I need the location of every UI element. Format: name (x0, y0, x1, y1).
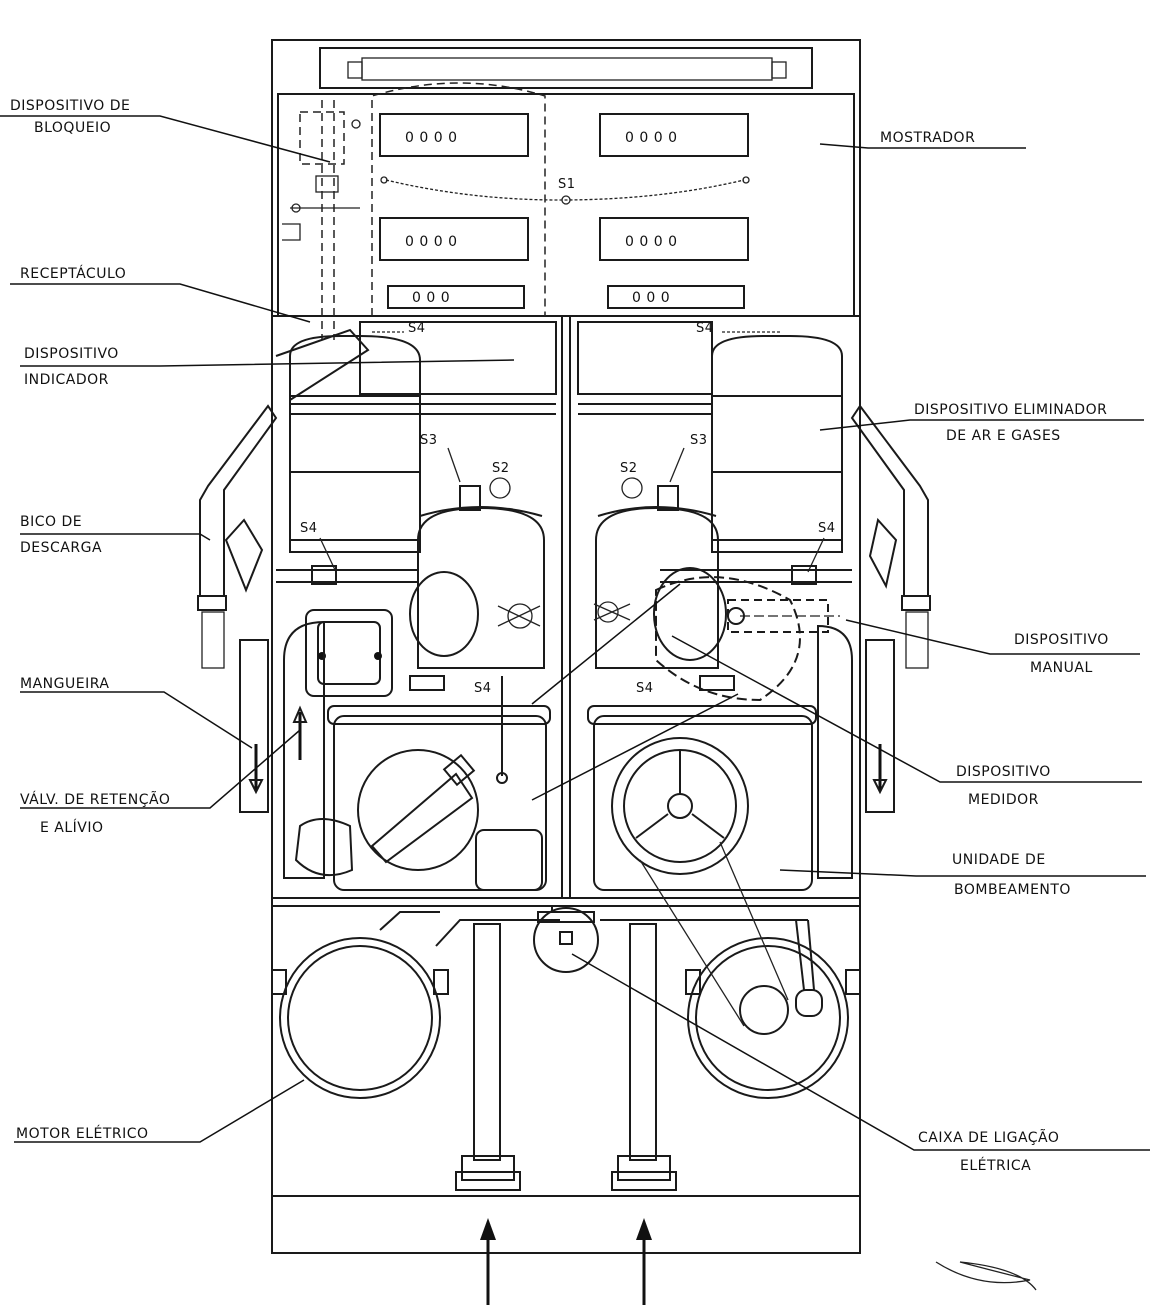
label-bombeamento-2: BOMBEAMENTO (954, 882, 1071, 898)
labels: DISPOSITIVO DE BLOQUEIO RECEPTÁCULO DISP… (10, 98, 1109, 1174)
seal-s4-left-top-label: S4 (408, 321, 426, 336)
seal-s4-left-low-label: S4 (474, 681, 492, 696)
label-manual-1: DISPOSITIVO (1014, 632, 1109, 648)
left-hydraulics: S2 S3 S4 S4 S4 (197, 321, 557, 891)
display-digits-tr: 0 0 0 0 (625, 130, 677, 146)
base-section (271, 841, 861, 1305)
label-dispositivo-indicador-1: DISPOSITIVO (24, 346, 119, 362)
seal-s4-right-low-label: S4 (636, 681, 654, 696)
price-digits-left: 0 0 0 (412, 290, 450, 306)
signature-mark (935, 1261, 1037, 1291)
label-medidor-1: DISPOSITIVO (956, 764, 1051, 780)
label-mostrador: MOSTRADOR (880, 130, 975, 146)
seal-s4-left-mid-label: S4 (300, 521, 318, 536)
seal-s4-right-mid-label: S4 (818, 521, 836, 536)
label-receptaculo: RECEPTÁCULO (20, 265, 126, 282)
leader-lines (0, 115, 1150, 1151)
seal-s3-left-label: S3 (420, 433, 438, 448)
display-digits-br: 0 0 0 0 (625, 234, 677, 250)
label-dispositivo-indicador-2: INDICADOR (24, 372, 109, 388)
label-eliminador-1: DISPOSITIVO ELIMINADOR (914, 402, 1107, 418)
right-hydraulics: S2 S3 S4 S4 S4 (577, 321, 931, 891)
label-medidor-2: MEDIDOR (968, 792, 1039, 808)
label-motor-eletrico: MOTOR ELÉTRICO (16, 1125, 149, 1142)
label-mangueira: MANGUEIRA (20, 676, 109, 692)
price-digits-right: 0 0 0 (632, 290, 670, 306)
label-caixa-1: CAIXA DE LIGAÇÃO (918, 1129, 1059, 1146)
seal-s4-right-top-label: S4 (696, 321, 714, 336)
seal-s3-right-label: S3 (690, 433, 708, 448)
seal-s2-left-label: S2 (492, 461, 510, 476)
label-caixa-2: ELÉTRICA (960, 1157, 1031, 1174)
pump-cabinet (271, 39, 861, 1254)
label-eliminador-2: DE AR E GASES (946, 428, 1061, 444)
blocking-device (282, 100, 361, 340)
label-bombeamento-1: UNIDADE DE (952, 852, 1046, 868)
label-dispositivo-bloqueio-2: BLOQUEIO (34, 120, 111, 136)
seal-s1-label: S1 (558, 177, 576, 192)
display-digits-tl: 0 0 0 0 (405, 130, 457, 146)
label-valv-retencao-2: E ALÍVIO (40, 819, 104, 836)
display-panel: 0 0 0 0 0 0 0 0 0 0 0 0 0 0 0 0 0 0 0 0 … (371, 82, 750, 316)
label-bico-descarga-1: BICO DE (20, 514, 82, 530)
label-valv-retencao-1: VÁLV. DE RETENÇÃO (20, 791, 170, 808)
label-bico-descarga-2: DESCARGA (20, 540, 102, 556)
label-dispositivo-bloqueio-1: DISPOSITIVO DE (10, 98, 130, 114)
label-manual-2: MANUAL (1030, 660, 1093, 676)
seal-s2-right-label: S2 (620, 461, 638, 476)
display-digits-bl: 0 0 0 0 (405, 234, 457, 250)
